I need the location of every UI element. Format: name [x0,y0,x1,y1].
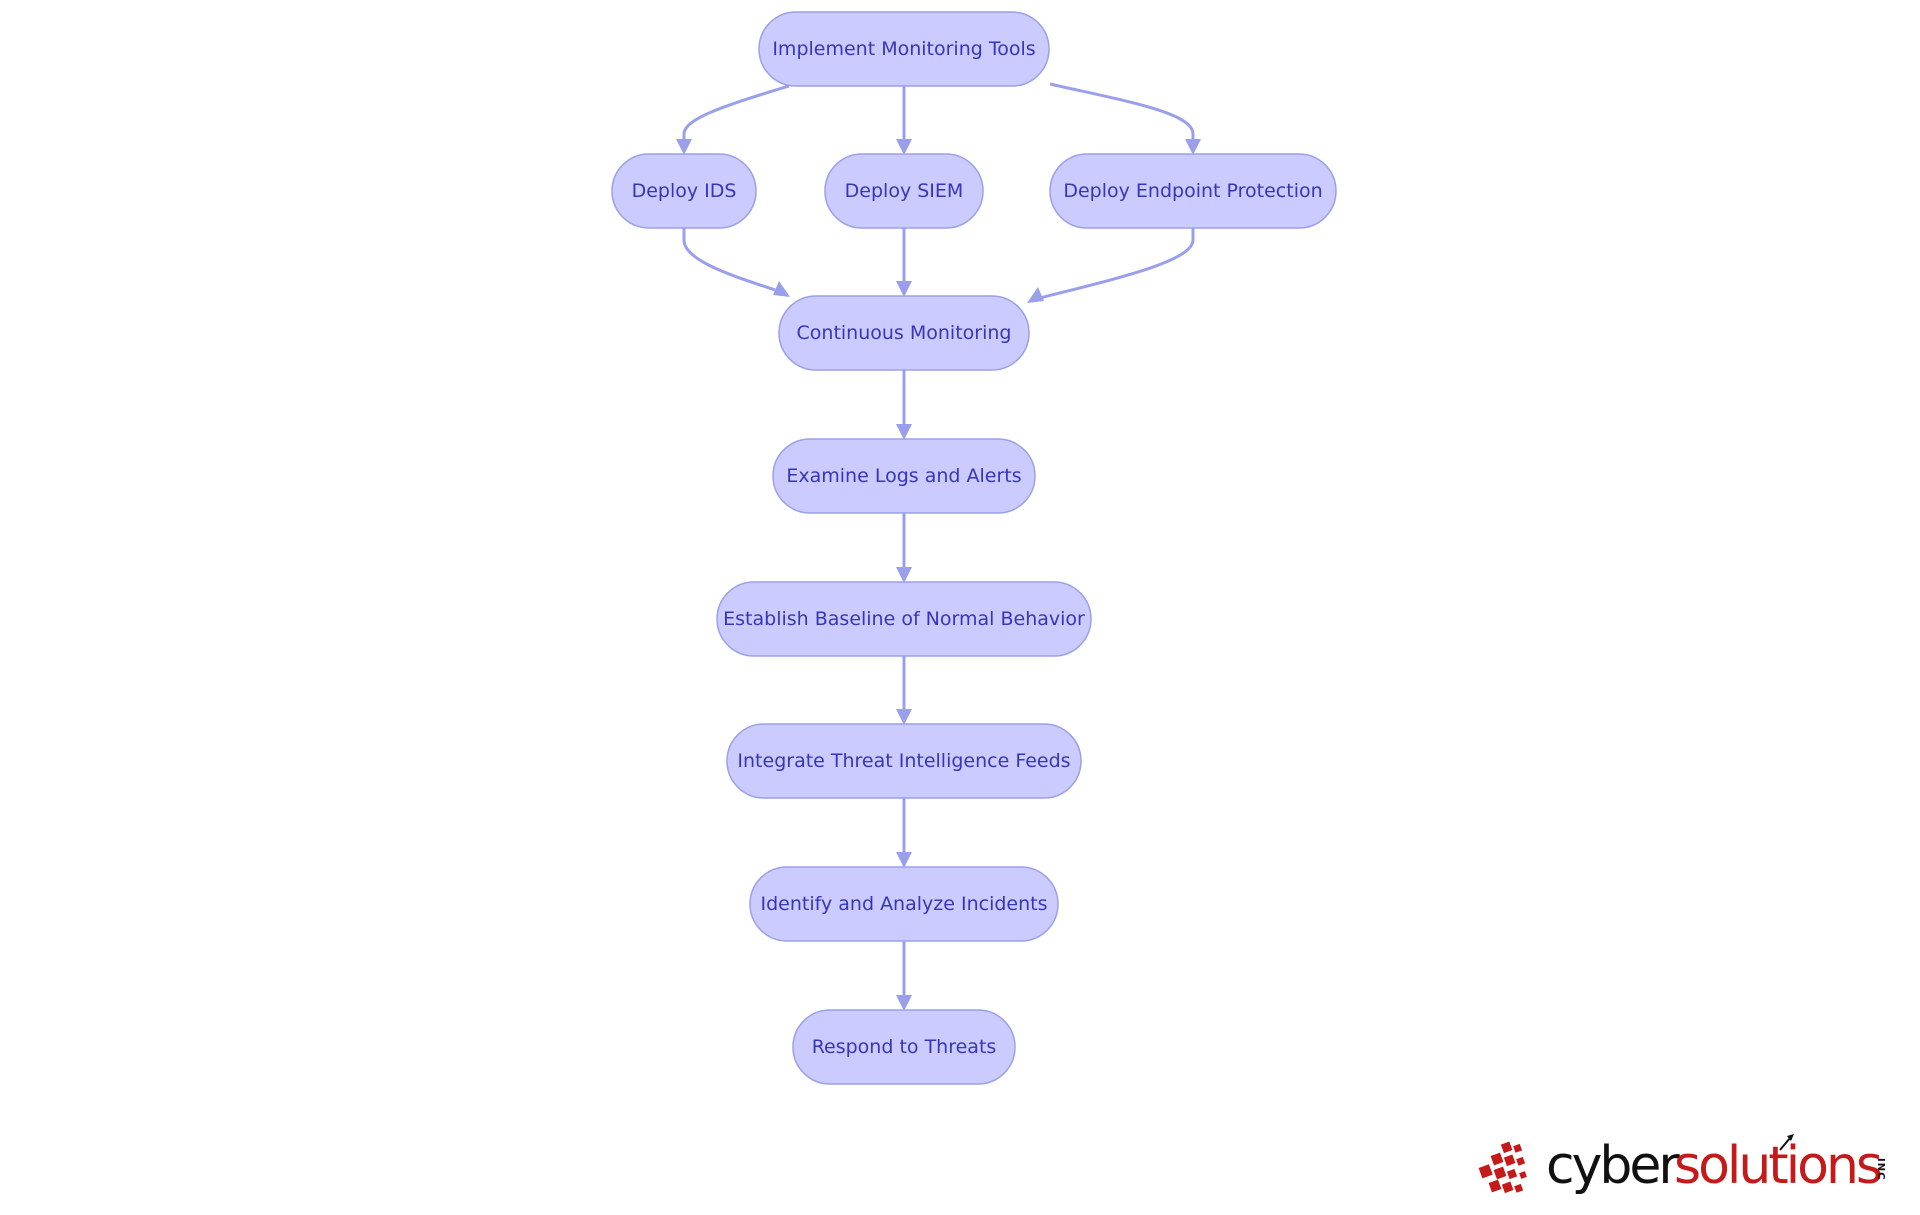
node-label-baseline: Establish Baseline of Normal Behavior [723,608,1085,630]
arrowhead-implement-ids [676,139,692,155]
node-baseline: Establish Baseline of Normal Behavior [716,581,1092,657]
node-continuous: Continuous Monitoring [778,295,1030,371]
arrowhead-ids-continuous [773,281,790,297]
node-respond: Respond to Threats [792,1009,1016,1085]
arrowhead-siem-continuous [896,281,912,297]
node-box-identify [749,866,1059,942]
node-box-threatintel [726,723,1082,799]
company-logo: cyber solutions INC [1476,1130,1906,1202]
node-examine: Examine Logs and Alerts [772,438,1036,514]
node-endpoint: Deploy Endpoint Protection [1049,153,1337,229]
node-siem: Deploy SIEM [824,153,984,229]
node-threatintel: Integrate Threat Intelligence Feeds [726,723,1082,799]
node-box-ids [611,153,757,229]
node-label-respond: Respond to Threats [812,1036,997,1058]
node-box-baseline [716,581,1092,657]
logo-word-cyber: cyber [1546,1136,1680,1196]
node-box-siem [824,153,984,229]
edges-layer [676,82,1201,1011]
edge-implement-ids [682,84,790,140]
node-box-respond [792,1009,1016,1085]
arrowhead-identify-respond [896,995,912,1011]
arrowhead-baseline-threatintel [896,709,912,725]
node-label-examine: Examine Logs and Alerts [786,465,1021,487]
arrowhead-implement-endpoint [1185,139,1201,155]
arrowhead-implement-siem [896,139,912,155]
node-label-endpoint: Deploy Endpoint Protection [1063,180,1322,202]
node-ids: Deploy IDS [611,153,757,229]
node-label-siem: Deploy SIEM [845,180,964,202]
pixel-squares-mark-icon [1478,1141,1527,1194]
arrowhead-continuous-examine [896,424,912,440]
node-box-continuous [778,295,1030,371]
node-box-examine [772,438,1036,514]
node-implement: Implement Monitoring Tools [758,11,1050,87]
node-label-identify: Identify and Analyze Incidents [761,893,1048,915]
logo-inc-label: INC [1875,1158,1886,1181]
logo-swoosh-icon [1779,1134,1794,1151]
arrowhead-endpoint-continuous [1027,287,1044,303]
edge-ids-continuous [682,228,776,292]
arrowhead-threatintel-identify [896,852,912,868]
arrowhead-examine-baseline [896,567,912,583]
node-box-endpoint [1049,153,1337,229]
node-label-implement: Implement Monitoring Tools [772,38,1035,60]
node-label-threatintel: Integrate Threat Intelligence Feeds [737,750,1070,772]
node-label-ids: Deploy IDS [632,180,737,202]
node-box-implement [758,11,1050,87]
logo-word-solutions: solutions [1674,1136,1883,1196]
node-identify: Identify and Analyze Incidents [749,866,1059,942]
node-label-continuous: Continuous Monitoring [797,322,1012,344]
edge-implement-endpoint [1049,82,1195,140]
edge-endpoint-continuous [1039,228,1195,300]
